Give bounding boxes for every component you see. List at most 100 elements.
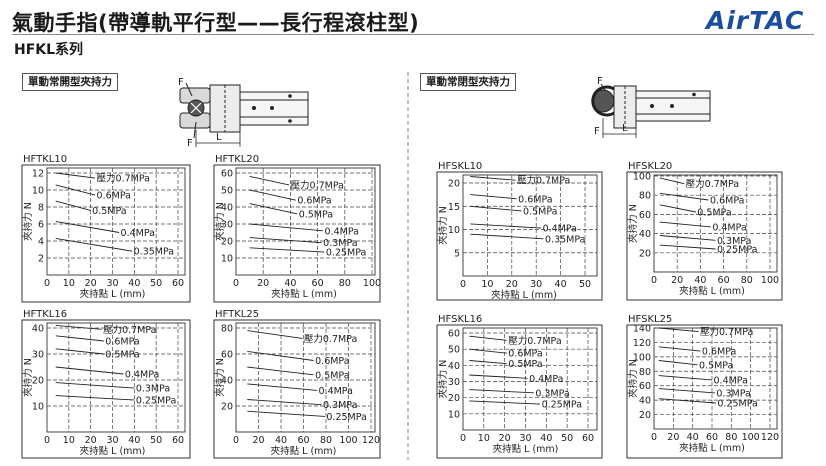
y-tick-label: 100 xyxy=(633,352,651,363)
series-label: 0.25MPa xyxy=(326,248,366,259)
x-tick-label: 60 xyxy=(582,433,594,444)
x-tick-label: 20 xyxy=(499,433,511,444)
body-screw xyxy=(288,94,292,98)
y-tick-label: 5 xyxy=(454,248,460,259)
x-axis-label: 夾持點 L (mm) xyxy=(80,445,146,457)
body-screw xyxy=(288,119,292,123)
series-label: 0.5MPa xyxy=(699,360,733,371)
x-tick-label: 40 xyxy=(275,435,287,446)
series-label: 壓力0.7MPa xyxy=(304,333,357,345)
y-tick-label: 40 xyxy=(221,376,233,387)
header-divider xyxy=(12,34,814,35)
body-screw xyxy=(270,106,274,110)
x-tick-label: 40 xyxy=(284,278,296,289)
x-tick-label: 100 xyxy=(742,432,760,443)
y-tick-label: 30 xyxy=(32,350,44,361)
chart-title: HFSKL25 xyxy=(628,314,672,325)
y-tick-label: 60 xyxy=(448,329,460,340)
chart-title: HFTKL16 xyxy=(23,309,67,320)
y-tick-label: 10 xyxy=(32,402,44,413)
gripper-diagram-closed: F F L xyxy=(591,76,711,138)
series-label: 0.3MPa xyxy=(136,384,170,395)
y-axis-label: 夾持力 N xyxy=(214,358,226,397)
series-line xyxy=(55,220,120,233)
x-axis-label: 夾持點 L (mm) xyxy=(271,288,337,300)
series-label: 0.3MPa xyxy=(323,400,357,411)
series-line xyxy=(469,374,528,379)
series-name: HFKL系列 xyxy=(14,42,84,58)
series-label: 0.6MPa xyxy=(297,196,331,207)
y-tick-label: 120 xyxy=(633,338,651,349)
series-line xyxy=(470,205,522,212)
airtac-logo: AirTAC xyxy=(706,6,805,35)
series-line xyxy=(249,237,322,244)
series-line xyxy=(469,360,507,365)
series-label: 0.4MPa xyxy=(325,226,359,237)
y-tick-label: 50 xyxy=(221,186,233,197)
series-line xyxy=(249,203,298,215)
x-tick-label: 10 xyxy=(63,278,75,289)
series-line xyxy=(55,335,104,342)
y-tick-label: 20 xyxy=(221,237,233,248)
x-tick-label: 0 xyxy=(44,435,50,446)
x-tick-label: 0 xyxy=(44,278,50,289)
x-tick-label: 20 xyxy=(85,278,97,289)
series-label: 0.35MPa xyxy=(134,247,174,258)
series-label: 0.35MPa xyxy=(545,234,585,245)
series-label: 0.25MPa xyxy=(136,396,176,407)
series-line xyxy=(470,176,516,181)
chart-frame xyxy=(21,164,191,303)
series-line xyxy=(469,400,541,405)
x-tick-label: 80 xyxy=(320,435,332,446)
x-tick-label: 20 xyxy=(252,435,264,446)
series-line xyxy=(55,382,135,389)
series-line xyxy=(658,360,698,366)
y-axis-label: 夾持力 N xyxy=(627,359,639,398)
plot-area xyxy=(653,174,778,273)
y-tick-label: 80 xyxy=(221,324,233,335)
series-label: 0.4MPa xyxy=(121,228,155,239)
series-label: 0.25MPa xyxy=(717,244,757,255)
series-line xyxy=(469,348,507,354)
y-tick-label: 10 xyxy=(32,186,44,197)
body-screw xyxy=(670,104,674,108)
series-line xyxy=(247,399,322,406)
series-label: 壓力0.7MPa xyxy=(291,179,344,191)
series-line xyxy=(55,200,91,211)
plot-area xyxy=(235,167,376,276)
y-tick-label: 10 xyxy=(221,254,233,265)
y-tick-label: 20 xyxy=(448,393,460,404)
x-tick-label: 60 xyxy=(172,435,184,446)
length-label: L xyxy=(622,123,628,134)
y-tick-label: 40 xyxy=(639,396,651,407)
y-tick-label: 40 xyxy=(448,361,460,372)
series-line xyxy=(659,204,696,213)
series-line xyxy=(658,327,699,333)
series-line xyxy=(470,194,517,200)
x-tick-label: 10 xyxy=(478,433,490,444)
y-tick-label: 60 xyxy=(639,381,651,392)
series-line xyxy=(659,221,711,228)
plot-area xyxy=(235,322,376,433)
y-tick-label: 40 xyxy=(32,324,44,335)
y-tick-label: 12 xyxy=(32,169,44,180)
x-tick-label: 100 xyxy=(363,278,381,289)
x-tick-label: 60 xyxy=(718,275,730,286)
x-tick-label: 100 xyxy=(339,435,357,446)
y-tick-label: 40 xyxy=(639,229,651,240)
body-screw xyxy=(252,106,256,110)
series-label: 壓力0.7MPa xyxy=(700,326,753,338)
series-label: 壓力0.7MPa xyxy=(508,335,561,347)
x-axis-label: 夾持點 L (mm) xyxy=(679,442,745,454)
y-axis-label: 夾持力 N xyxy=(22,358,34,397)
plot-area xyxy=(46,322,186,433)
series-line xyxy=(249,223,324,232)
